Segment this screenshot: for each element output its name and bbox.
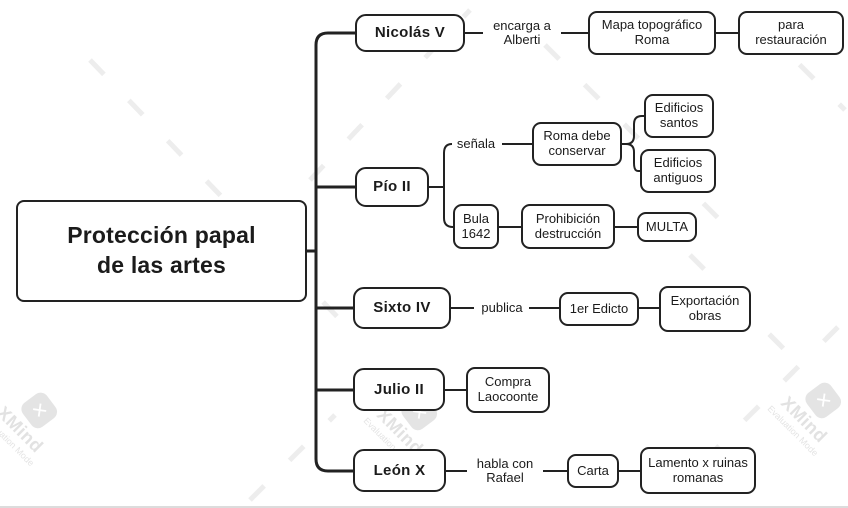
topic-compra-laocoonte[interactable]: Compra Laocoonte <box>466 367 550 413</box>
relation-label-publica[interactable]: publica <box>481 300 523 315</box>
xmind-logo-icon: ✕ <box>802 379 845 422</box>
topic-edificios-antiguos[interactable]: Edificios antiguos <box>640 149 716 193</box>
topic-julio-ii[interactable]: Julio II <box>353 368 445 411</box>
topic-lamento-ruinas-romanas[interactable]: Lamento x ruinas romanas <box>640 447 756 494</box>
topic-leon-x[interactable]: León X <box>353 449 446 492</box>
topic-carta[interactable]: Carta <box>567 454 619 488</box>
topic-1er-edicto[interactable]: 1er Edicto <box>559 292 639 326</box>
xmind-logo-icon: ✕ <box>18 389 61 432</box>
relation-label-encarga-a-alberti[interactable]: encarga a Alberti <box>493 18 551 48</box>
trunk-lines <box>307 31 355 473</box>
topic-mapa-topografico-roma[interactable]: Mapa topográfico Roma <box>588 11 716 55</box>
topic-bula-1642[interactable]: Bula 1642 <box>453 204 499 249</box>
xmind-watermark: ✕ XMind Evaluation Mode <box>0 368 82 476</box>
watermark-mode: Evaluation Mode <box>0 413 37 469</box>
topic-edificios-santos[interactable]: Edificios santos <box>644 94 714 138</box>
watermark-brand: XMind <box>777 392 832 447</box>
watermark-brand: XMind <box>0 402 48 457</box>
central-topic-line2: de las artes <box>97 252 226 278</box>
xmind-watermark: ✕ XMind Evaluation Mode <box>757 358 848 466</box>
topic-exportacion-obras[interactable]: Exportación obras <box>659 286 751 332</box>
relation-label-senala[interactable]: señala <box>456 136 496 151</box>
topic-multa[interactable]: MULTA <box>637 212 697 242</box>
watermark-mode: Evaluation Mode <box>765 403 821 459</box>
topic-prohibicion-destruccion[interactable]: Prohibición destrucción <box>521 204 615 249</box>
relation-label-habla-con-rafael[interactable]: habla con Rafael <box>476 456 534 486</box>
central-topic[interactable]: Protección papal de las artes <box>16 200 307 302</box>
topic-nicolas-v[interactable]: Nicolás V <box>355 14 465 52</box>
central-topic-line1: Protección papal <box>67 222 256 249</box>
topic-pio-ii[interactable]: Pío II <box>355 167 429 207</box>
topic-roma-debe-conservar[interactable]: Roma debe conservar <box>532 122 622 166</box>
topic-sixto-iv[interactable]: Sixto IV <box>353 287 451 329</box>
topic-para-restauracion[interactable]: para restauración <box>738 11 844 55</box>
